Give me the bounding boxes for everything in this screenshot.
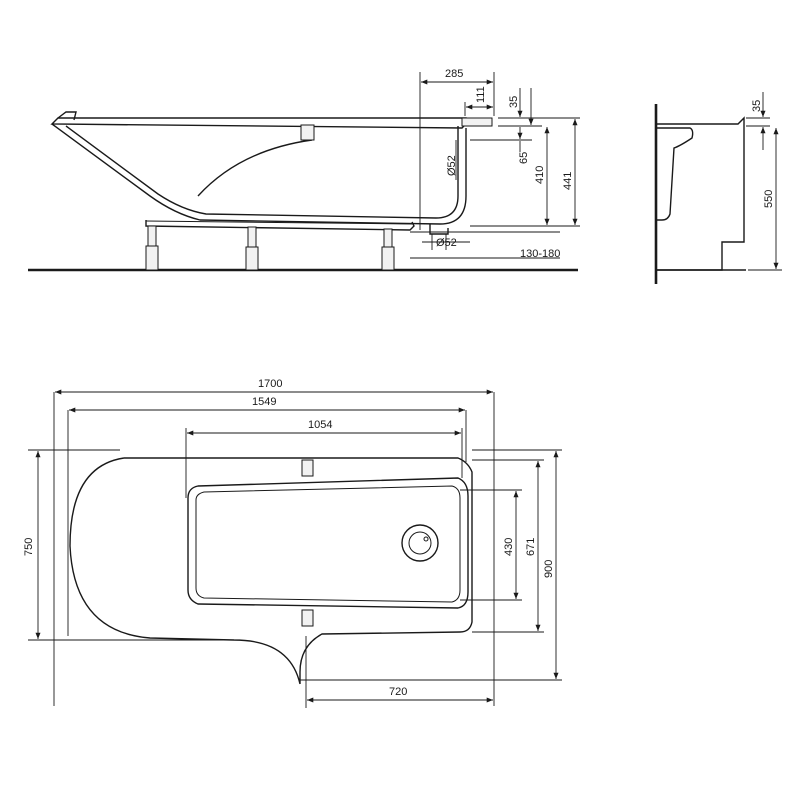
tub-shell-outer	[51, 123, 467, 225]
dim-35-top: 35	[508, 96, 520, 108]
end-view-rim	[656, 116, 745, 130]
dim-65: 65	[518, 152, 530, 164]
dim-1054: 1054	[308, 419, 332, 431]
tub-shell-inner	[65, 125, 459, 219]
leg-foot	[381, 246, 395, 271]
dim-111: 111	[475, 86, 487, 103]
plan-grip-handle-bottom	[301, 609, 314, 627]
backrest-curve	[197, 139, 313, 197]
dim-drain-diameter: Ø52	[436, 237, 457, 249]
plan-inner-basin	[187, 477, 469, 609]
tub-rim-lip	[57, 111, 77, 121]
plan-grip-handle-top	[301, 459, 314, 477]
dim-410: 410	[534, 166, 546, 184]
plan-drain-center	[423, 536, 429, 542]
leg	[383, 228, 393, 248]
dim-550: 550	[763, 190, 775, 208]
dim-900: 900	[543, 560, 555, 578]
plan-inner-basin-inset	[195, 485, 461, 603]
dim-1700: 1700	[258, 378, 282, 390]
plan-outer-outline	[69, 457, 473, 685]
dim-430: 430	[503, 538, 515, 556]
grip-handle	[300, 124, 315, 141]
leg-foot	[145, 245, 159, 271]
dim-720: 720	[389, 686, 407, 698]
dim-1549: 1549	[252, 396, 276, 408]
dim-671: 671	[525, 538, 537, 556]
dim-leg-height: 130-180	[520, 248, 560, 260]
dim-overflow-diameter: Ø52	[446, 155, 458, 176]
side-elevation-view: 285 111 35 65 410 441 Ø52 Ø52	[28, 68, 580, 272]
frame-rail-top	[145, 220, 413, 225]
end-view-outer-profile	[656, 130, 745, 271]
end-section-view: 35 550	[654, 92, 782, 284]
drain-outlet	[429, 224, 449, 235]
plan-drain-inner	[408, 531, 432, 555]
plan-drain	[401, 524, 439, 562]
dim-35-side: 35	[751, 100, 763, 112]
leg	[247, 226, 257, 248]
leg-foot	[245, 246, 259, 271]
dim-285: 285	[445, 68, 463, 80]
overflow-fitting	[461, 117, 493, 127]
frame-legs	[145, 225, 395, 271]
plan-view: 1700 1549 1054 750 430 671 900	[23, 378, 562, 708]
frame-rail	[145, 220, 415, 231]
end-view-inner-profile	[656, 127, 694, 221]
tub-rim	[50, 117, 467, 129]
leg	[147, 225, 157, 247]
dim-750: 750	[23, 538, 35, 556]
dim-441: 441	[562, 172, 574, 190]
